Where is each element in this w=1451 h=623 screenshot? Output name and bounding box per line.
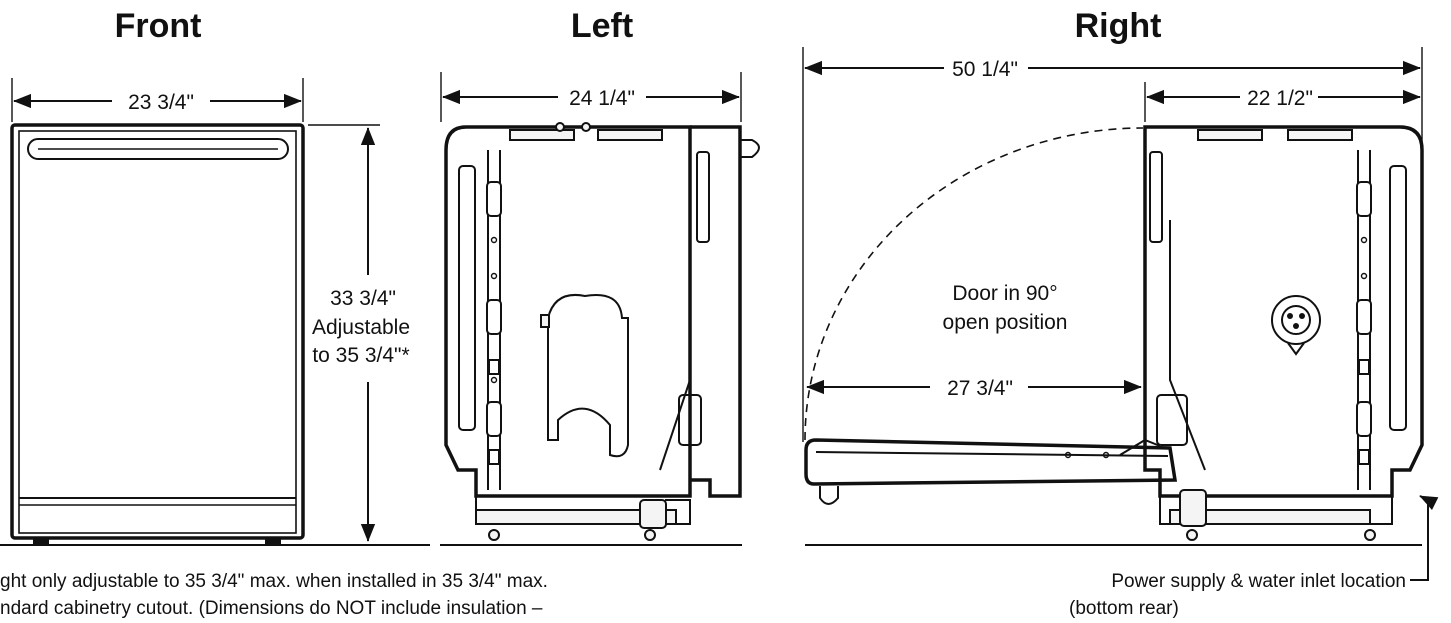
power-location-line1: Power supply & water inlet location bbox=[1111, 571, 1406, 592]
left-depth-dimension: 24 1/4" bbox=[569, 87, 635, 110]
dishwasher-front-body bbox=[10, 123, 305, 540]
right-view: 50 1/4" 22 1/2" Door in 90° open positio… bbox=[802, 47, 1439, 619]
front-width-dimension: 23 3/4" bbox=[128, 91, 194, 114]
height-main-label: 33 3/4" bbox=[330, 287, 396, 310]
power-inlet-icon bbox=[1271, 295, 1321, 356]
door-open-label-line2: open position bbox=[943, 311, 1068, 334]
left-tub-outline bbox=[444, 125, 692, 498]
door-swing-arc bbox=[804, 127, 1144, 441]
front-view: 23 3/4" bbox=[0, 78, 430, 546]
door-depth-dimension: 27 3/4" bbox=[947, 377, 1013, 400]
door-open-label-line1: Door in 90° bbox=[952, 282, 1057, 305]
right-depth-dimension: 22 1/2" bbox=[1247, 87, 1313, 110]
power-location-line2: (bottom rear) bbox=[1069, 598, 1179, 619]
height-max-label: to 35 3/4"* bbox=[312, 344, 409, 367]
height-dimension: 33 3/4" Adjustable to 35 3/4"* bbox=[308, 124, 410, 542]
open-door bbox=[804, 438, 1178, 486]
left-view: 24 1/4" bbox=[440, 72, 760, 546]
title-front: Front bbox=[115, 7, 202, 45]
right-total-dimension: 50 1/4" bbox=[952, 58, 1018, 81]
title-left: Left bbox=[571, 7, 633, 45]
title-right: Right bbox=[1075, 7, 1162, 45]
height-adjustable-label: Adjustable bbox=[312, 316, 410, 339]
footnote-line1: ght only adjustable to 35 3/4" max. when… bbox=[0, 571, 548, 592]
footnote-line2: ndard cabinetry cutout. (Dimensions do N… bbox=[0, 598, 543, 619]
